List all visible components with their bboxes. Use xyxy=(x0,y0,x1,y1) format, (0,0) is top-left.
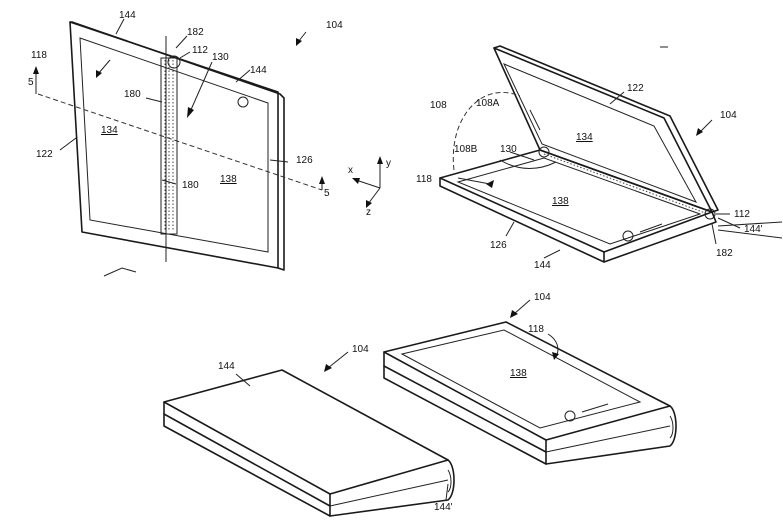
label-134: 134 xyxy=(101,125,118,136)
label-180-a: 180 xyxy=(124,89,141,100)
closed-device-hinge xyxy=(329,459,455,517)
upper-panel-display xyxy=(502,63,698,203)
label-112-open: 112 xyxy=(734,209,750,220)
label-144-prime-closed: 144' xyxy=(434,502,453,513)
label-138-face-up: 138 xyxy=(510,368,527,379)
flat-device-housing xyxy=(69,21,279,269)
label-112: 112 xyxy=(192,45,208,56)
fold-line xyxy=(543,153,709,215)
label-104-face-up: 104 xyxy=(534,292,551,303)
coordinate-axes: y x z xyxy=(348,156,391,218)
label-182-open: 182 xyxy=(716,248,733,259)
face-up-display xyxy=(400,329,642,429)
axis-z-label: z xyxy=(366,207,371,218)
label-108: 108 xyxy=(430,100,447,111)
face-up-seam xyxy=(383,365,547,453)
hinge-knob-open xyxy=(538,146,550,158)
label-144-b: 144 xyxy=(250,65,267,76)
closed-device-seam xyxy=(163,413,331,507)
label-104: 104 xyxy=(326,20,343,31)
region-108-outline xyxy=(452,91,521,171)
lower-base-display xyxy=(456,157,702,245)
label-122: 122 xyxy=(36,149,53,160)
camera-icon xyxy=(237,96,249,108)
label-130-open: 130 xyxy=(500,144,517,155)
closed-device-side xyxy=(163,401,331,517)
section-line xyxy=(37,93,323,191)
label-104-open: 104 xyxy=(720,110,737,121)
hinge-knob xyxy=(167,55,181,69)
label-118: 118 xyxy=(31,50,47,61)
closed-device-figure: 144 104 144' xyxy=(163,344,455,517)
flat-device-display xyxy=(79,37,269,253)
upper-panel-edge xyxy=(493,45,719,213)
label-144-a: 144 xyxy=(119,10,136,21)
label-5-right: 5 xyxy=(324,188,330,199)
face-up-top xyxy=(383,321,671,441)
flat-device-edge xyxy=(69,21,285,271)
label-126-open: 126 xyxy=(490,240,507,251)
label-144-prime-open: 144' xyxy=(744,224,763,235)
camera-icon-open xyxy=(622,230,634,242)
face-up-hinge xyxy=(545,405,677,465)
lower-base-edge xyxy=(439,177,717,263)
axis-y-label: y xyxy=(386,158,391,169)
label-138: 138 xyxy=(220,174,237,185)
label-144-open: 144 xyxy=(534,260,551,271)
open-device-figure: 122 104 108 108A 134 108B 130 118 138 12… xyxy=(416,45,783,271)
label-144-closed: 144 xyxy=(218,361,235,372)
camera-icon-face-up xyxy=(564,410,576,422)
flat-device-figure: 144 182 112 104 118 130 144 5 180 134 12… xyxy=(28,10,343,271)
label-104-closed: 104 xyxy=(352,344,369,355)
label-5-left: 5 xyxy=(28,77,34,88)
label-108b: 108B xyxy=(454,144,478,155)
label-138-open: 138 xyxy=(552,196,569,207)
sheet-bracket-mark xyxy=(103,267,137,277)
closed-device-face-up-figure: 104 118 138 xyxy=(383,292,677,465)
label-180-b: 180 xyxy=(182,180,199,191)
label-182: 182 xyxy=(187,27,204,38)
lower-base xyxy=(439,149,713,253)
label-130: 130 xyxy=(212,52,229,63)
axis-x-label: x xyxy=(348,165,353,176)
upper-panel xyxy=(493,47,713,213)
label-126: 126 xyxy=(296,155,313,166)
label-134-open: 134 xyxy=(576,132,593,143)
label-118-face-up: 118 xyxy=(528,324,544,335)
label-122-open: 122 xyxy=(627,83,644,94)
label-108a: 108A xyxy=(476,98,500,109)
label-118-open: 118 xyxy=(416,174,432,185)
